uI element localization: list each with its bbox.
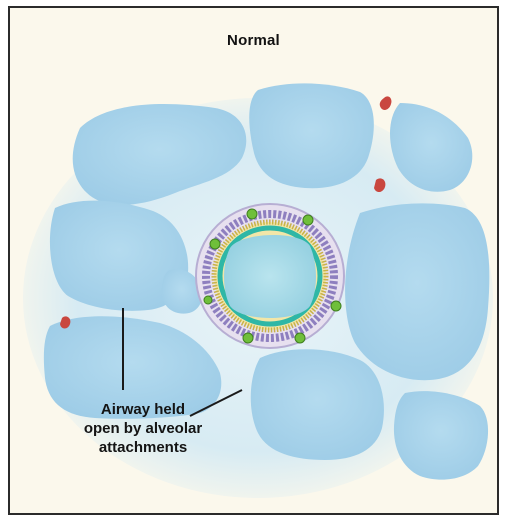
gland-dot (247, 209, 257, 219)
caption-line: open by alveolar (68, 419, 218, 438)
gland-dot (243, 333, 253, 343)
alveolus-right-large (345, 203, 489, 380)
caption-line: attachments (68, 438, 218, 457)
alveolus-bottom-right (394, 391, 488, 480)
airway-lumen (224, 235, 316, 318)
illustration-panel: Normal Airway held open by alveolar atta… (8, 6, 499, 515)
alveolus-top-center (249, 83, 374, 188)
alveolus-bottom-center (251, 349, 384, 460)
caption-line: Airway held (68, 400, 218, 419)
gland-dot (303, 215, 313, 225)
gland-dot (204, 296, 212, 304)
figure-title: Normal (10, 32, 497, 49)
gland-dot (331, 301, 341, 311)
gland-dot (295, 333, 305, 343)
airway (196, 204, 344, 348)
gland-dot (210, 239, 220, 249)
figure-caption: Airway held open by alveolar attachments (68, 400, 218, 457)
capillary-top-right (380, 96, 392, 110)
